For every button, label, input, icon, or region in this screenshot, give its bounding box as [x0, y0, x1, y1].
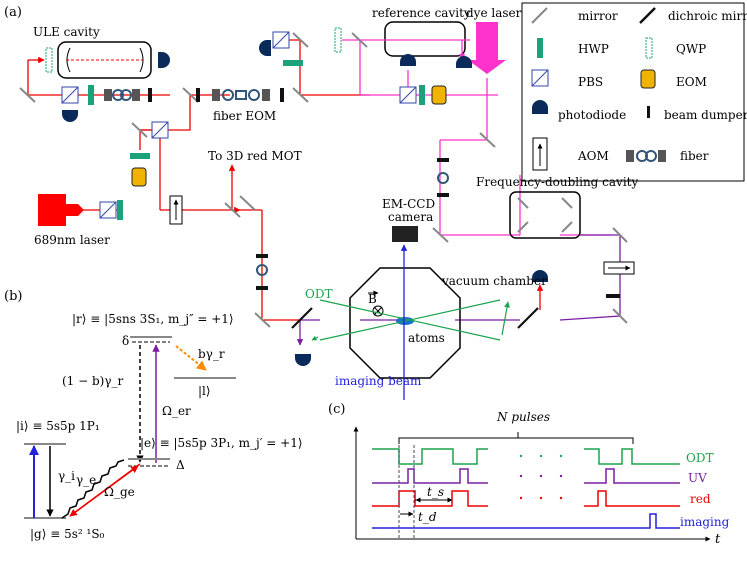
- hwp-group-a: [88, 60, 303, 220]
- panel-b-label: (b): [4, 289, 22, 304]
- odt-label: ODT: [305, 287, 332, 301]
- delta-upper-label: δ: [122, 334, 129, 348]
- ellipsis-dots: [519, 454, 563, 500]
- legend-qwp: QWP: [676, 42, 706, 56]
- eom-a: [131, 167, 147, 187]
- imaging-beam-label: imaging beam: [335, 374, 422, 388]
- legend-beam-dumper: beam dumper: [664, 108, 747, 122]
- odt-trace-label: ODT: [686, 451, 713, 465]
- qwp-ref: [334, 27, 342, 53]
- omega-er-label: Ω_er: [162, 404, 191, 418]
- omega-ge-label: Ω_ge: [104, 485, 135, 499]
- imaging-trace: [372, 513, 680, 529]
- legend-eom: EOM: [676, 75, 707, 89]
- red-trace-label: red: [690, 492, 711, 506]
- gamma-e-label: γ_e: [76, 473, 96, 487]
- legend-fiber: fiber: [680, 149, 709, 163]
- magenta-beam-paths: [342, 39, 610, 236]
- legend-box: [521, 2, 745, 182]
- photodiode-ref2-icon: [456, 56, 472, 68]
- photodiode-a1-icon: [62, 110, 78, 122]
- level-i-label: |i⟩ ≡ 5s5p 1P₁: [16, 419, 100, 433]
- freq-doubling-cavity: [509, 191, 581, 239]
- eom-ref: [431, 85, 447, 105]
- imaging-trace-label: imaging: [680, 515, 730, 529]
- uv-trace-label: UV: [688, 471, 707, 485]
- photodiode-vacuum-icon: [532, 270, 548, 282]
- level-l-label: |l⟩: [198, 384, 211, 398]
- ule-cavity-label: ULE cavity: [33, 25, 100, 39]
- qwp-ule: [45, 47, 53, 73]
- fiber-eom-label: fiber EOM: [213, 109, 276, 123]
- time-axis-label: t: [715, 532, 721, 547]
- ts-label: t_s: [427, 485, 444, 499]
- level-g-label: |g⟩ ≡ 5s² ¹S₀: [30, 527, 105, 541]
- uv-trace: [372, 468, 488, 484]
- red-trace: [372, 490, 488, 507]
- photodiode-odt-icon: [295, 354, 311, 366]
- atoms-label: atoms: [408, 331, 445, 345]
- level-e-label: |e⟩ ≡ |5s5p 3P₁, m_j′ = +1⟩: [140, 436, 303, 450]
- n-pulses-label: N pulses: [496, 410, 550, 424]
- odt-trace: [372, 448, 488, 465]
- td-label: t_d: [418, 510, 437, 524]
- legend-photodiode: photodiode: [558, 108, 626, 122]
- delta-lower-label: Δ: [176, 458, 185, 472]
- dye-laser-label: dye laser: [466, 6, 522, 20]
- panel-a-label: (a): [4, 5, 22, 20]
- freq-doubling-label: Frequency-doubling cavity: [476, 175, 638, 189]
- bfield-label: B: [368, 292, 377, 306]
- legend-hwp: HWP: [578, 42, 609, 56]
- ule-cavity: [57, 41, 152, 79]
- mirrors-magenta: [351, 32, 496, 243]
- legend-dichroic: dichroic mirror: [668, 9, 747, 23]
- legend-mirror: mirror: [578, 9, 618, 23]
- legend-aom: AOM: [577, 149, 609, 163]
- photodiode-ref-icon: [400, 54, 416, 66]
- laser-689: [38, 194, 84, 226]
- b-gamma-label: bγ_r: [198, 347, 225, 361]
- vacuum-chamber: [349, 267, 461, 379]
- mirrors-a: [19, 32, 309, 328]
- red-mot-label: To 3D red MOT: [208, 149, 302, 163]
- photodiode-a2-icon: [259, 40, 271, 56]
- red-beam-paths: [27, 39, 370, 321]
- bfield-symbol: [372, 305, 384, 317]
- dye-laser: [468, 22, 506, 74]
- beam-dumpers-a: [148, 88, 284, 102]
- decay-r-label: (1 − b)γ_r: [62, 374, 124, 388]
- gamma-i-label: γ_i: [58, 469, 75, 483]
- emccd-camera: [392, 226, 418, 242]
- reference-cavity: [384, 21, 466, 57]
- emccd-label-1: EM-CCD: [382, 197, 435, 211]
- emccd-label-2: camera: [388, 210, 433, 224]
- panel-c-label: (c): [328, 402, 345, 417]
- laser-689-label: 689nm laser: [34, 233, 110, 247]
- reference-cavity-label: reference cavity: [372, 6, 471, 20]
- odt-beams: [319, 299, 501, 341]
- pbs-group-a: [61, 31, 290, 219]
- fiber-group-a: [104, 89, 270, 101]
- photodiode-ule-icon: [158, 52, 170, 68]
- vacuum-chamber-label: vacuum chamber: [441, 274, 547, 288]
- level-r-label: |r⟩ ≡ |5sns 3S₁, m_j″ = +1⟩: [72, 312, 234, 326]
- legend-pbs: PBS: [578, 75, 603, 89]
